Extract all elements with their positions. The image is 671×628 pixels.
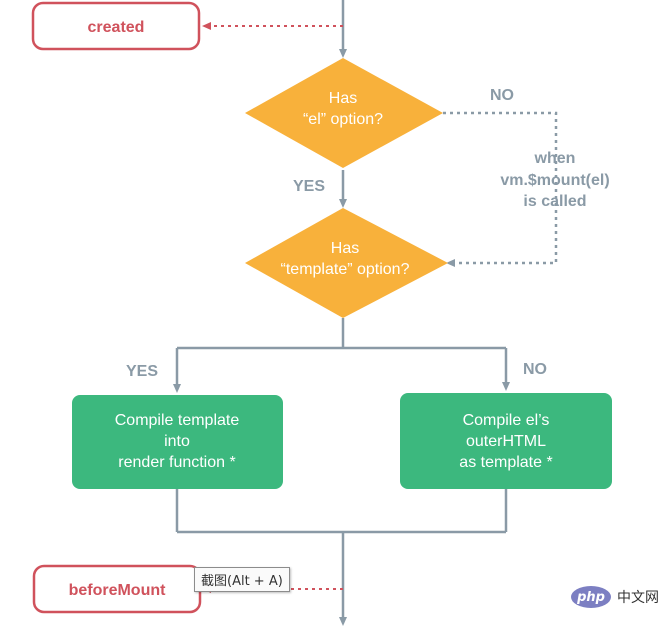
compile-el-line1: Compile el’s [463,412,550,429]
template-option-diamond [245,208,448,318]
compile-template-line3: render function * [118,454,235,471]
site-watermark: php 中文网 [571,586,659,608]
el-yes-label: YES [293,178,325,195]
created-hook-label: created [88,19,145,36]
compile-el-line2: outerHTML [466,433,546,450]
mount-label-line2: vm.$mount(el) [500,172,609,189]
template-option-text-line2: “template” option? [281,261,410,278]
template-no-label: NO [523,361,547,378]
screenshot-tooltip: 截图(Alt + A) [194,567,290,592]
watermark-text: 中文网 [617,590,659,606]
mount-label-line3: is called [523,193,586,210]
el-option-diamond [245,58,443,168]
compile-el-box [400,393,612,489]
el-no-label: NO [490,87,514,104]
screenshot-tooltip-text: 截图(Alt + A) [201,574,283,589]
template-option-text-line1: Has [331,240,359,257]
compile-template-line1: Compile template [115,412,240,429]
el-no-dotted-path [443,111,558,267]
template-yes-label: YES [126,363,158,380]
beforemount-hook-label: beforeMount [69,582,167,599]
created-hook-box [31,1,201,51]
el-option-text-line2: “el” option? [303,111,383,128]
compile-el-line3: as template * [459,454,552,471]
compile-template-line2: into [164,433,190,450]
el-option-text-line1: Has [329,90,357,107]
mount-label-line1: when [534,150,576,167]
php-logo-icon: php [571,586,611,608]
compile-template-box [72,395,283,489]
